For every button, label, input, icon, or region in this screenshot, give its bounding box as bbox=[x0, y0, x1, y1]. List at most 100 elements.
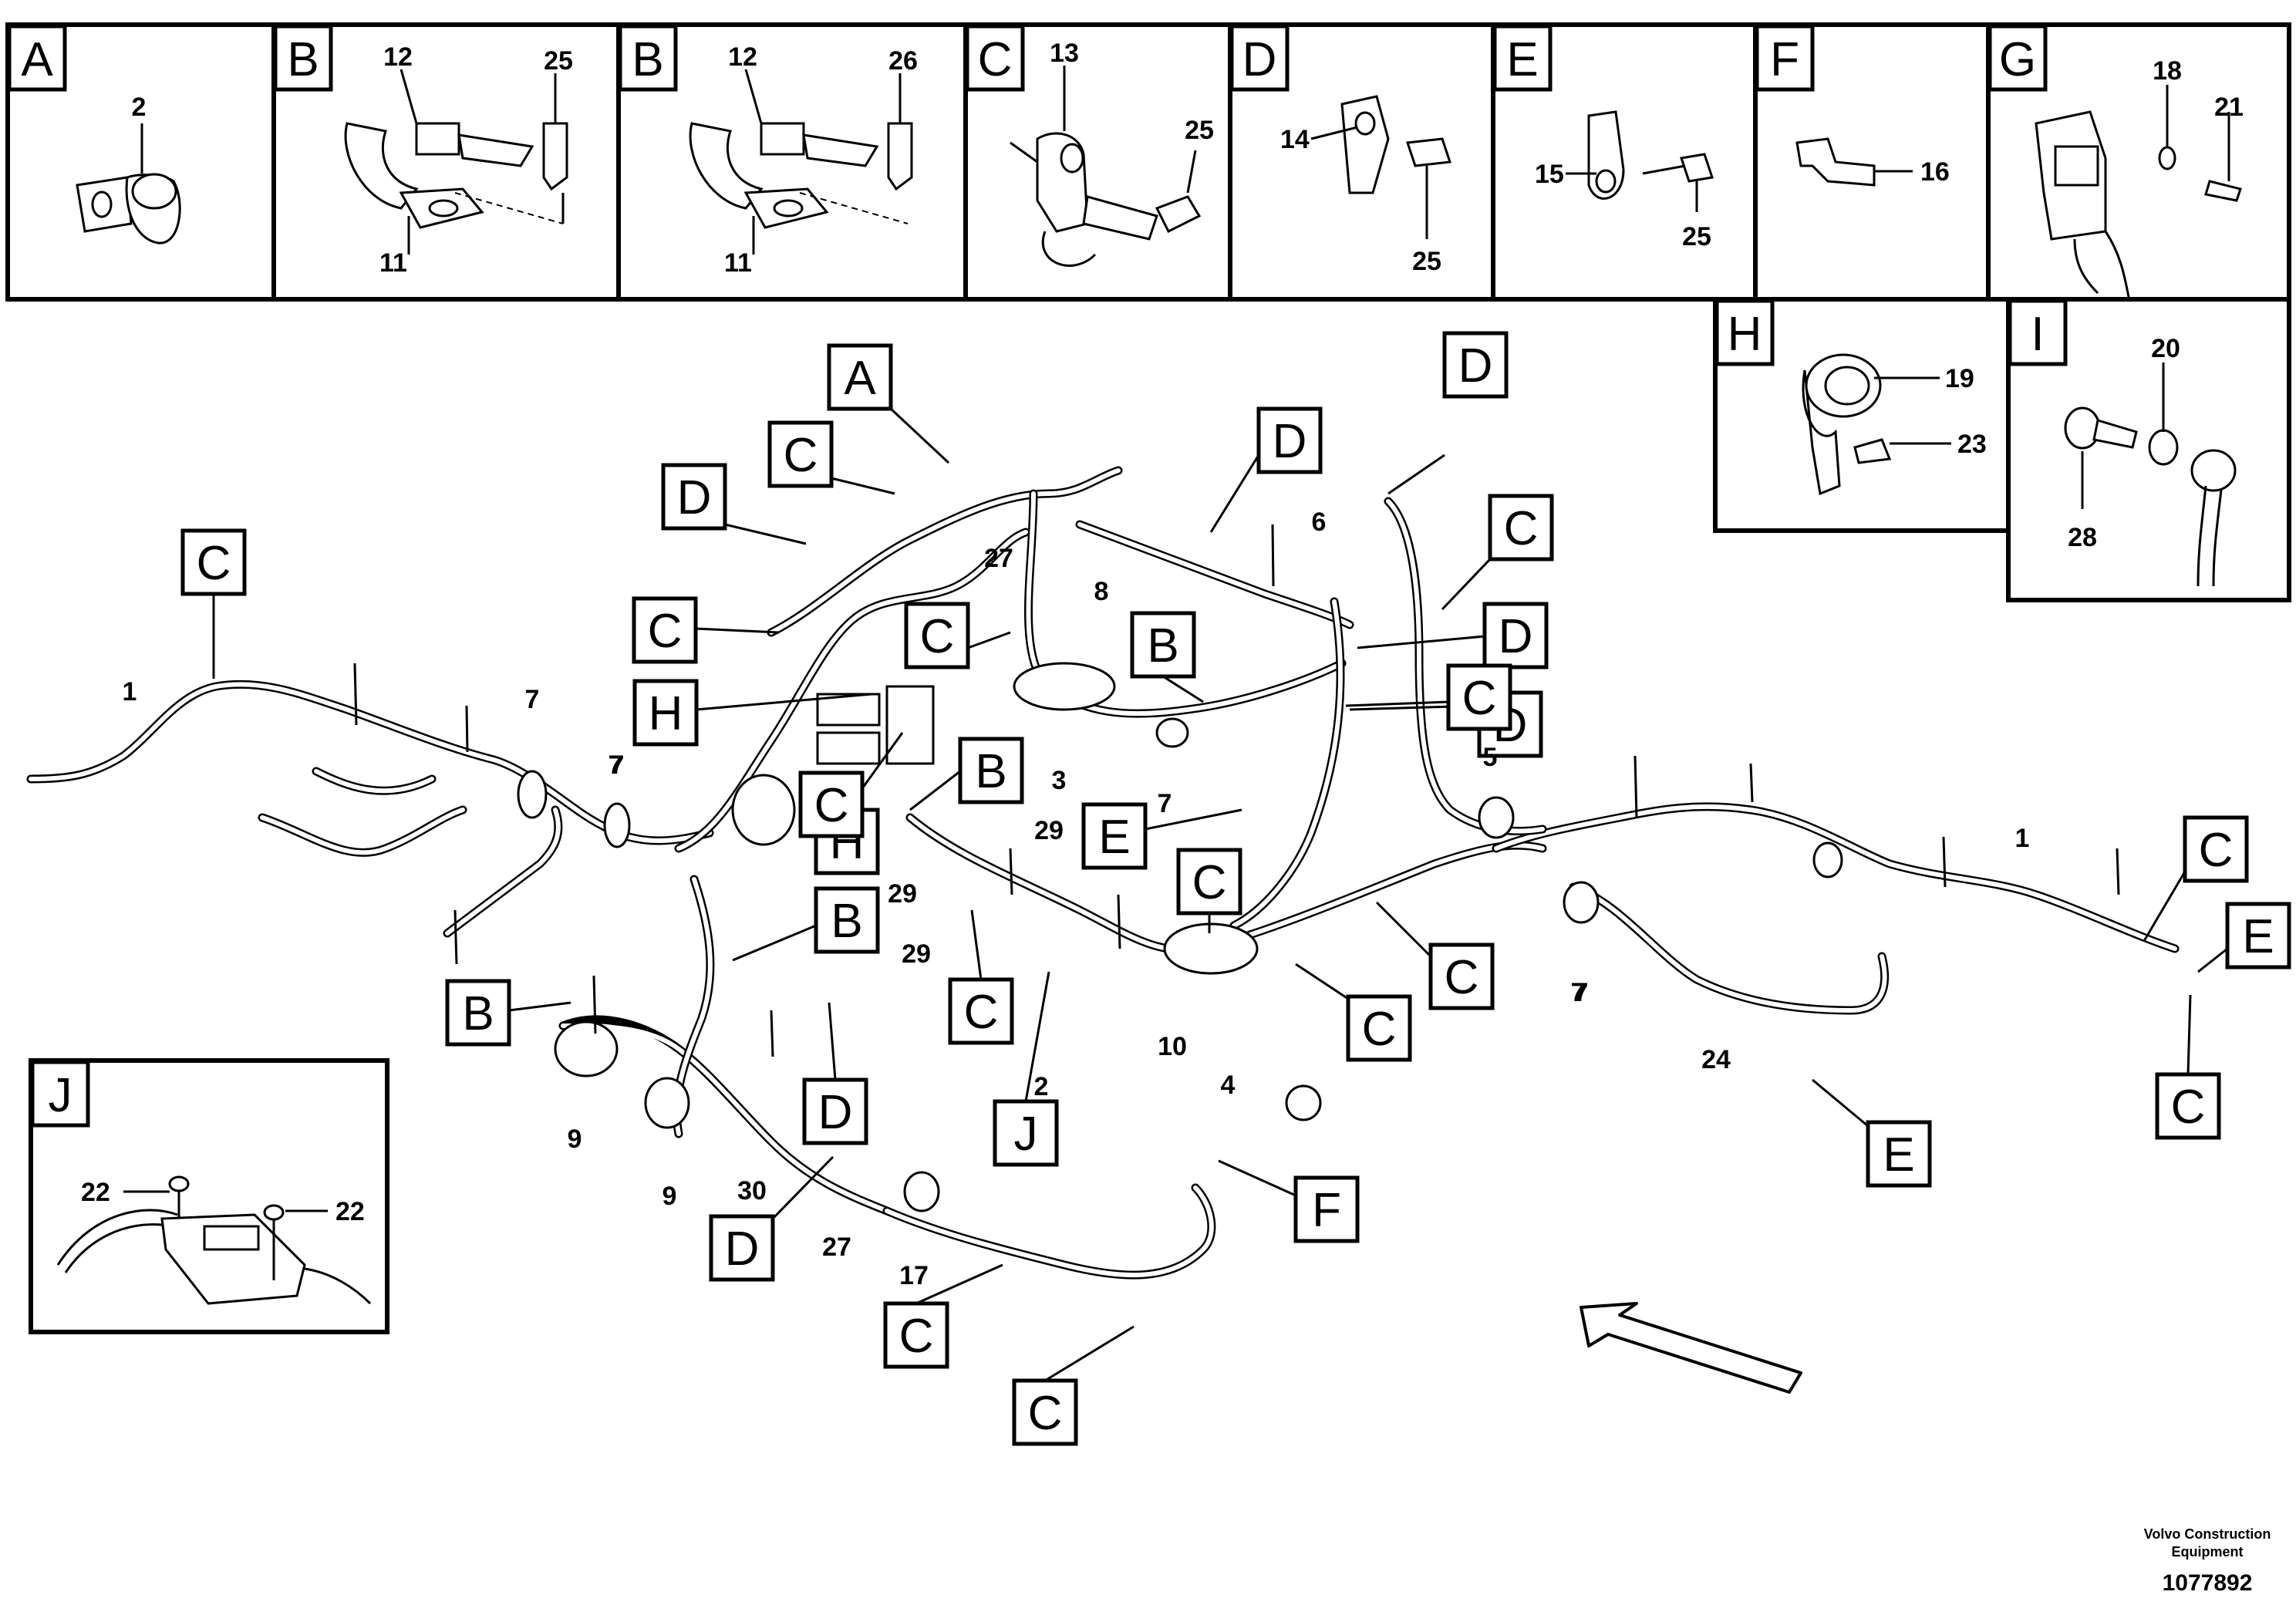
svg-text:5: 5 bbox=[1483, 743, 1498, 772]
svg-text:6: 6 bbox=[1312, 508, 1327, 537]
svg-text:C: C bbox=[920, 610, 955, 663]
svg-text:7: 7 bbox=[1571, 978, 1586, 1007]
svg-text:F: F bbox=[1312, 1184, 1341, 1237]
panel-letter-b2: B bbox=[618, 24, 678, 92]
svg-text:2: 2 bbox=[1034, 1072, 1049, 1101]
svg-text:Equipment: Equipment bbox=[2172, 1544, 2244, 1560]
svg-text:B: B bbox=[462, 987, 494, 1040]
fuse-holder-drawing-j: 22 22 bbox=[56, 1175, 372, 1305]
bracket-drawing-f: 16 bbox=[1795, 137, 1950, 187]
relay-drawing-g: 18 21 bbox=[2035, 56, 2244, 298]
svg-text:C: C bbox=[1504, 502, 1539, 555]
svg-text:C: C bbox=[899, 1310, 934, 1363]
svg-text:C: C bbox=[1362, 1003, 1397, 1056]
svg-text:I: I bbox=[2031, 308, 2044, 361]
svg-text:D: D bbox=[1242, 33, 1277, 86]
svg-text:28: 28 bbox=[2068, 523, 2097, 552]
svg-text:29: 29 bbox=[1034, 816, 1064, 845]
svg-text:25: 25 bbox=[1185, 116, 1214, 145]
svg-text:E: E bbox=[1506, 33, 1538, 86]
svg-text:D: D bbox=[1499, 610, 1533, 663]
svg-text:H: H bbox=[1728, 308, 1762, 361]
footer-branding: Volvo Construction Equipment 1077892 bbox=[2144, 1526, 2271, 1596]
svg-text:23: 23 bbox=[1957, 430, 1987, 459]
svg-text:18: 18 bbox=[2153, 56, 2182, 86]
svg-text:Volvo Construction: Volvo Construction bbox=[2144, 1526, 2271, 1542]
callout-f: F bbox=[1218, 1159, 1360, 1243]
svg-text:D: D bbox=[1458, 339, 1493, 393]
svg-text:C: C bbox=[197, 537, 231, 590]
svg-text:22: 22 bbox=[335, 1197, 365, 1226]
svg-text:11: 11 bbox=[379, 248, 407, 278]
svg-text:B: B bbox=[1147, 619, 1178, 673]
svg-text:B: B bbox=[975, 745, 1006, 798]
callout-c-9: C bbox=[948, 909, 1014, 1045]
clamp-drawing-b1: 12 25 11 bbox=[344, 42, 573, 278]
svg-text:C: C bbox=[978, 33, 1013, 86]
clamp-drawing-a: 2 bbox=[76, 93, 181, 244]
callout-b-2: B bbox=[909, 737, 1024, 811]
callout-h-1: H bbox=[632, 679, 872, 747]
callout-c-12: C bbox=[2155, 994, 2221, 1140]
svg-text:E: E bbox=[1098, 811, 1130, 864]
svg-text:29: 29 bbox=[902, 939, 931, 969]
svg-text:27: 27 bbox=[984, 544, 1013, 573]
svg-text:7: 7 bbox=[1158, 789, 1172, 818]
svg-text:11: 11 bbox=[724, 248, 752, 278]
callout-b-1: B bbox=[1130, 611, 1204, 703]
panel-letter-j: J bbox=[30, 1060, 90, 1128]
callout-c-1: C bbox=[767, 420, 895, 495]
svg-text:A: A bbox=[844, 352, 876, 405]
part-numbers: 1 27 8 6 3 7 7 7 29 29 29 10 7 4 9 9 30 … bbox=[123, 508, 2030, 1290]
callout-a: A bbox=[827, 343, 950, 464]
svg-text:E: E bbox=[1883, 1128, 1914, 1182]
callout-c-8: C bbox=[1375, 901, 1495, 1010]
svg-text:C: C bbox=[2171, 1081, 2206, 1134]
callout-c-11: C bbox=[2143, 815, 2249, 942]
svg-text:D: D bbox=[725, 1222, 760, 1276]
svg-text:J: J bbox=[49, 1069, 72, 1122]
svg-text:24: 24 bbox=[1701, 1045, 1731, 1074]
svg-text:20: 20 bbox=[2151, 334, 2180, 363]
svg-text:C: C bbox=[1462, 672, 1497, 725]
callout-d-4: D bbox=[1357, 602, 1549, 669]
svg-text:D: D bbox=[1273, 415, 1307, 468]
svg-text:9: 9 bbox=[568, 1125, 582, 1154]
callout-c-5: C bbox=[180, 528, 247, 679]
callout-c-15: C bbox=[798, 771, 865, 838]
panel-letter-a: A bbox=[7, 24, 67, 92]
svg-text:1: 1 bbox=[123, 677, 137, 706]
callout-b-3: B bbox=[732, 886, 880, 962]
svg-text:12: 12 bbox=[383, 42, 413, 72]
svg-text:29: 29 bbox=[888, 879, 917, 909]
svg-text:22: 22 bbox=[81, 1178, 110, 1207]
svg-text:26: 26 bbox=[888, 46, 918, 76]
callout-c-2: C bbox=[632, 596, 780, 664]
drawing-number: 1077892 bbox=[2163, 1570, 2253, 1596]
panel-letter-b1: B bbox=[273, 24, 333, 92]
main-harness bbox=[26, 466, 2180, 1280]
svg-text:9: 9 bbox=[663, 1182, 677, 1211]
panel-letter-e: E bbox=[1492, 24, 1553, 92]
callout-d-2: D bbox=[1209, 406, 1323, 533]
callout-c-3: C bbox=[1441, 494, 1554, 611]
callout-c-14: C bbox=[1012, 1325, 1135, 1446]
svg-text:27: 27 bbox=[822, 1233, 851, 1262]
svg-text:C: C bbox=[1192, 856, 1227, 909]
clamp-drawing-e: 15 25 bbox=[1535, 110, 1714, 251]
svg-text:F: F bbox=[1770, 33, 1799, 86]
panel-letter-h: H bbox=[1714, 298, 1775, 366]
svg-text:C: C bbox=[2199, 824, 2234, 877]
svg-text:14: 14 bbox=[1280, 125, 1310, 154]
clamp-drawing-b2: 12 26 11 bbox=[689, 42, 918, 278]
svg-text:C: C bbox=[784, 429, 818, 482]
callout-d-7: D bbox=[709, 1155, 834, 1282]
callout-c-13: C bbox=[883, 1263, 1003, 1369]
svg-text:12: 12 bbox=[728, 42, 757, 72]
svg-text:7: 7 bbox=[610, 750, 625, 780]
svg-text:H: H bbox=[649, 687, 683, 740]
panel-letter-d: D bbox=[1229, 24, 1290, 92]
clamp-drawing-d: 14 25 bbox=[1280, 95, 1452, 276]
svg-text:25: 25 bbox=[1412, 247, 1441, 276]
svg-text:3: 3 bbox=[1052, 766, 1067, 795]
